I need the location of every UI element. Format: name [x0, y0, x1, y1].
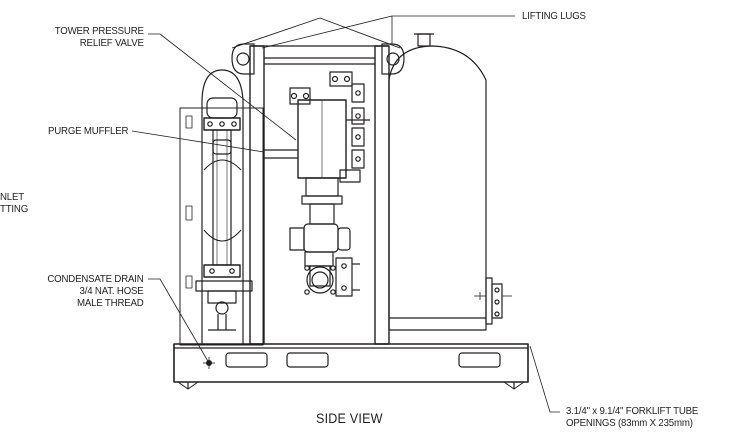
forklift-openings [225, 352, 501, 368]
callout-inlet-fitting-line1: NLET [0, 191, 24, 203]
valve-assembly [264, 71, 370, 297]
lifting-lug-right [381, 43, 405, 75]
callout-tower-relief: TOWER PRESSURE RELIEF VALVE [55, 25, 144, 49]
callout-condensate-drain: CONDENSATE DRAIN 3/4 NAT. HOSE MALE THRE… [48, 273, 144, 309]
left-tower [179, 69, 264, 346]
leader-lifting-lugs-left [261, 15, 393, 49]
right-tower [388, 33, 512, 331]
base-skid [173, 343, 529, 390]
callout-tower-relief-line1: TOWER PRESSURE [54, 25, 144, 37]
lifting-lug-left [231, 43, 255, 75]
leader-tower-relief [148, 33, 297, 141]
callout-condensate-drain-line2: 3/4 NAT. HOSE [80, 285, 144, 297]
callout-condensate-drain-line3: MALE THREAD [77, 297, 144, 309]
callout-lifting-lugs: LIFTING LUGS [522, 10, 586, 22]
leader-purge-muffler [131, 130, 265, 153]
callout-condensate-drain-line1: CONDENSATE DRAIN [47, 273, 144, 285]
view-title: SIDE VIEW [316, 410, 383, 426]
callout-forklift: 3.1/4" x 9.1/4" FORKLIFT TUBE OPENINGS (… [566, 405, 698, 429]
callout-forklift-line1: 3.1/4" x 9.1/4" FORKLIFT TUBE [566, 405, 699, 417]
leader-lifting-lugs [391, 15, 515, 44]
leader-condensate-drain [148, 278, 210, 364]
center-frame [231, 17, 405, 345]
callout-inlet-fitting-line2: TTING [0, 203, 29, 215]
leader-lines [131, 15, 560, 413]
leader-forklift [529, 345, 560, 413]
callout-forklift-line2: OPENINGS (83mm X 235mm) [566, 417, 693, 429]
callout-tower-relief-line2: RELIEF VALVE [79, 37, 144, 49]
callout-purge-muffler: PURGE MUFFLER [47, 125, 128, 137]
callout-inlet-fitting: NLET TTING [0, 191, 28, 215]
